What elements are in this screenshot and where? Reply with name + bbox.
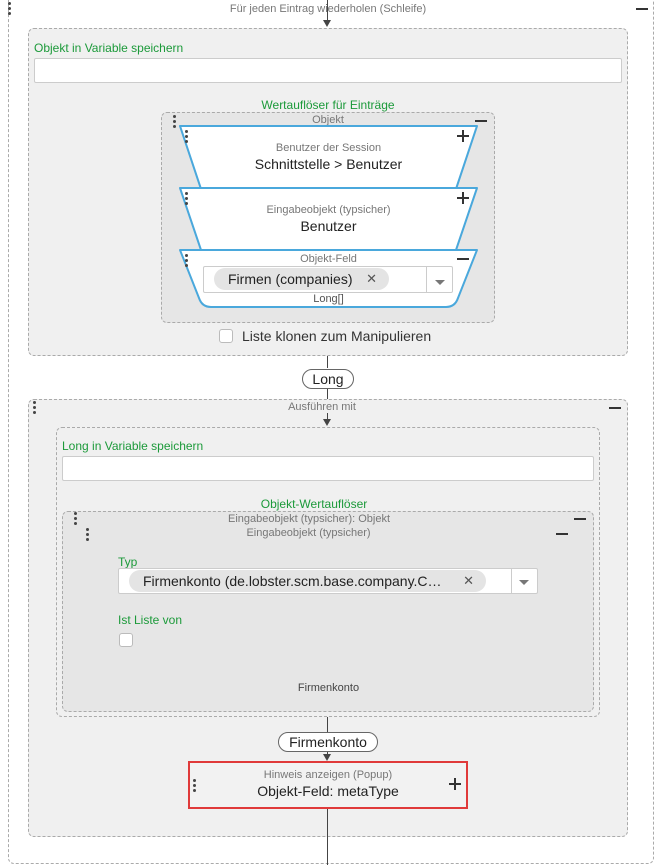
outer-input-box bbox=[62, 511, 594, 712]
popup-drag-handle[interactable] bbox=[193, 779, 197, 794]
inner-input-drag-handle[interactable] bbox=[86, 528, 90, 543]
loop-drag-handle[interactable] bbox=[8, 2, 12, 17]
inner-input-collapse-icon[interactable] bbox=[556, 533, 568, 535]
field-type-hint: Long[] bbox=[313, 293, 344, 305]
connector-arrow-icon bbox=[323, 754, 331, 761]
input-drag-handle[interactable] bbox=[185, 192, 189, 207]
connector-firmenkonto-badge: Firmenkonto bbox=[278, 732, 378, 752]
input-add-icon[interactable] bbox=[457, 192, 469, 204]
session-value[interactable]: Schnittstelle > Benutzer bbox=[254, 156, 403, 172]
outer-input-collapse-icon[interactable] bbox=[574, 518, 586, 520]
connector-line bbox=[327, 717, 328, 732]
outer-input-caption: Eingabeobjekt (typsicher): Objekt bbox=[227, 513, 391, 525]
connector-line bbox=[327, 413, 328, 421]
object-drag-handle[interactable] bbox=[173, 115, 177, 130]
popup-add-icon[interactable] bbox=[449, 778, 461, 790]
connector-arrow-icon bbox=[323, 419, 331, 426]
object-label: Objekt bbox=[312, 114, 344, 126]
field-collapse-icon[interactable] bbox=[457, 258, 469, 260]
execute-drag-handle[interactable] bbox=[33, 401, 37, 416]
connector-line bbox=[327, 0, 328, 22]
execute-collapse-icon[interactable] bbox=[609, 407, 621, 409]
chip-remove-icon[interactable]: ✕ bbox=[463, 573, 474, 588]
connector-line bbox=[327, 356, 328, 368]
field-caption: Objekt-Feld bbox=[300, 253, 357, 265]
execute-variable-input[interactable] bbox=[62, 456, 594, 481]
input-caption: Eingabeobjekt (typsicher) bbox=[266, 204, 391, 216]
field-select-divider bbox=[426, 267, 427, 292]
outer-input-drag-handle[interactable] bbox=[74, 512, 78, 527]
loop-container bbox=[8, 0, 654, 864]
chevron-down-icon[interactable] bbox=[519, 580, 529, 585]
connector-long-badge: Long bbox=[302, 369, 354, 389]
execute-title: Ausführen mit bbox=[288, 401, 356, 413]
chip-remove-icon[interactable]: ✕ bbox=[366, 271, 377, 286]
loop-variable-label: Objekt in Variable speichern bbox=[34, 41, 184, 55]
resolver-title: Wertauflöser für Einträge bbox=[261, 98, 395, 112]
execute-variable-label: Long in Variable speichern bbox=[62, 439, 204, 453]
popup-value: Objekt-Feld: metaType bbox=[257, 783, 399, 799]
type-chip-label: Firmenkonto (de.lobster.scm.base.company… bbox=[143, 573, 442, 589]
is-list-checkbox[interactable] bbox=[119, 633, 133, 647]
session-caption: Benutzer der Session bbox=[275, 142, 382, 154]
popup-block[interactable] bbox=[188, 761, 468, 809]
loop-title: Für jeden Eintrag wiederholen (Schleife) bbox=[229, 3, 427, 15]
connector-line bbox=[327, 809, 328, 865]
field-chip-label: Firmen (companies) bbox=[228, 271, 353, 287]
field-drag-handle[interactable] bbox=[185, 254, 189, 269]
input-value[interactable]: Benutzer bbox=[300, 218, 357, 234]
popup-caption: Hinweis anzeigen (Popup) bbox=[263, 769, 393, 781]
session-drag-handle[interactable] bbox=[185, 130, 189, 145]
type-chip[interactable]: Firmenkonto (de.lobster.scm.base.company… bbox=[129, 570, 486, 592]
type-label: Typ bbox=[118, 555, 138, 569]
loop-collapse-icon[interactable] bbox=[636, 8, 648, 10]
session-add-icon[interactable] bbox=[457, 130, 469, 142]
clone-list-label: Liste klonen zum Manipulieren bbox=[242, 328, 432, 344]
inner-input-caption: Eingabeobjekt (typsicher) bbox=[246, 527, 371, 539]
clone-list-checkbox[interactable] bbox=[219, 329, 233, 343]
field-chip[interactable]: Firmen (companies) ✕ bbox=[214, 268, 389, 290]
chevron-down-icon[interactable] bbox=[435, 280, 445, 285]
object-collapse-icon[interactable] bbox=[475, 120, 487, 122]
connector-arrow-icon bbox=[323, 20, 331, 27]
connector-line bbox=[327, 389, 328, 399]
execute-resolver-title: Objekt-Wertauflöser bbox=[260, 497, 368, 511]
is-list-label: Ist Liste von bbox=[118, 613, 183, 627]
type-select-divider bbox=[511, 569, 512, 593]
inner-input-footer: Firmenkonto bbox=[297, 682, 360, 694]
loop-variable-input[interactable] bbox=[34, 58, 622, 83]
